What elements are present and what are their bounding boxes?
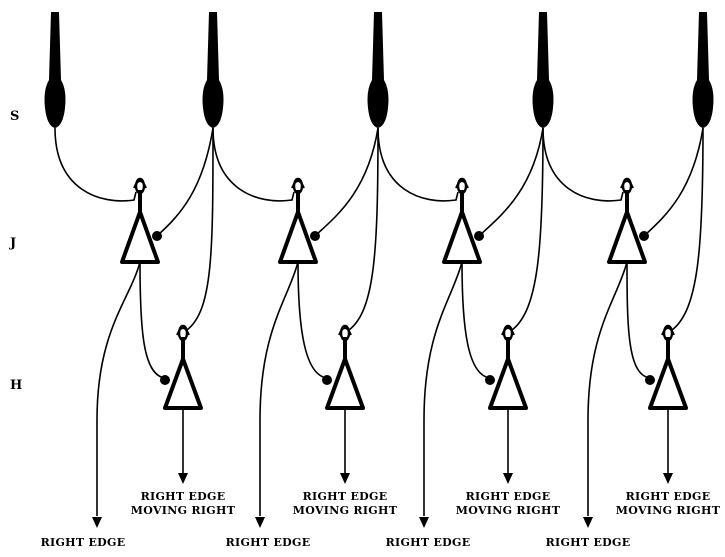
caption-moving-line2: MOVING RIGHT	[293, 504, 398, 517]
receptor	[45, 12, 66, 128]
h-unit	[650, 326, 686, 408]
j-output-line	[424, 262, 462, 516]
j-output-arrowhead	[583, 517, 593, 528]
h-synapse	[485, 375, 495, 385]
caption-moving-line2: MOVING RIGHT	[616, 504, 721, 517]
j-input-left-wire	[543, 128, 623, 201]
j-unit	[444, 179, 480, 262]
receptor-body	[368, 12, 389, 128]
receptor-body	[203, 12, 224, 128]
j-output-arrowhead	[92, 517, 102, 528]
j-input-left-wire	[378, 128, 458, 201]
row-label-h: H	[10, 378, 22, 393]
j-output-arrowhead	[419, 517, 429, 528]
j-unit	[609, 179, 645, 262]
caption-moving-line1: RIGHT EDGE	[141, 490, 226, 503]
j-output-line	[260, 262, 298, 516]
j-synapse	[152, 231, 162, 241]
h-unit	[165, 326, 201, 408]
caption-right-edge: RIGHT EDGE	[386, 536, 471, 549]
h-output-arrowhead	[178, 473, 188, 484]
neural-network	[45, 12, 714, 528]
receptor	[203, 12, 224, 128]
j-input-left-wire	[55, 128, 136, 201]
h-input-s-wire	[672, 128, 703, 330]
h-input-s-wire	[349, 128, 378, 330]
j-input-right-wire	[158, 128, 213, 235]
receptor-body	[693, 12, 714, 128]
j-synapse	[474, 231, 484, 241]
h-output-arrowhead	[663, 473, 673, 484]
caption-moving-line1: RIGHT EDGE	[466, 490, 551, 503]
neuron-soma	[165, 359, 201, 408]
j-output-line	[588, 262, 627, 516]
caption-moving-line1: RIGHT EDGE	[303, 490, 388, 503]
receptor	[533, 12, 554, 128]
row-label-j: J	[9, 236, 16, 251]
row-label-s: S	[10, 109, 19, 124]
j-synapse	[639, 231, 649, 241]
receptor	[693, 12, 714, 128]
h-unit	[490, 326, 526, 408]
j-output-arrowhead	[255, 517, 265, 528]
j-unit	[122, 179, 158, 262]
receptor-body	[45, 12, 66, 128]
j-input-right-wire	[316, 128, 378, 235]
h-input-s-wire	[187, 128, 213, 330]
h-input-j-wire	[462, 262, 490, 378]
h-output-arrowhead	[503, 473, 513, 484]
h-unit	[327, 326, 363, 408]
h-synapse	[322, 375, 332, 385]
j-input-right-wire	[645, 128, 703, 235]
neuron-soma	[490, 359, 526, 408]
h-synapse	[160, 375, 170, 385]
j-unit	[280, 179, 316, 262]
h-input-j-wire	[140, 262, 165, 378]
h-input-s-wire	[512, 128, 543, 330]
h-input-j-wire	[298, 262, 327, 378]
caption-moving-line2: MOVING RIGHT	[131, 504, 236, 517]
j-output-line	[97, 262, 140, 516]
h-output-arrowhead	[340, 473, 350, 484]
caption-right-edge: RIGHT EDGE	[226, 536, 311, 549]
caption-right-edge: RIGHT EDGE	[41, 536, 126, 549]
j-input-left-wire	[213, 128, 294, 201]
neuron-soma	[327, 359, 363, 408]
caption-moving-line1: RIGHT EDGE	[626, 490, 711, 503]
caption-moving-line2: MOVING RIGHT	[456, 504, 561, 517]
j-input-right-wire	[480, 128, 543, 235]
h-synapse	[645, 375, 655, 385]
j-synapse	[310, 231, 320, 241]
receptor-body	[533, 12, 554, 128]
receptor	[368, 12, 389, 128]
caption-right-edge: RIGHT EDGE	[546, 536, 631, 549]
neuron-soma	[650, 359, 686, 408]
h-input-j-wire	[627, 262, 650, 378]
